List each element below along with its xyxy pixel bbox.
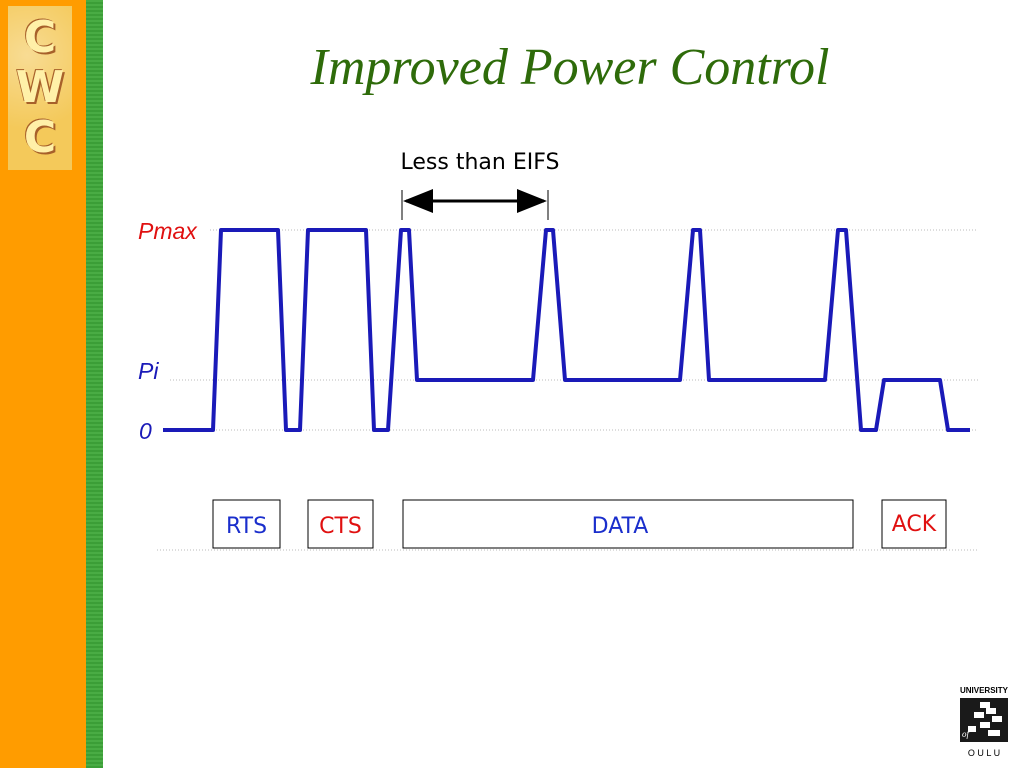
university-of-oulu-logo: UNIVERSITY of O U L U <box>960 686 1009 758</box>
frame-rts-label: RTS <box>226 514 267 539</box>
frame-cts: CTS <box>307 499 374 549</box>
sidebar-green-band <box>86 0 103 768</box>
frame-cts-label: CTS <box>319 514 362 539</box>
uni-logo-top-text: UNIVERSITY <box>960 686 1009 695</box>
cwc-logo: C W C <box>8 6 72 170</box>
power-signal-waveform <box>163 228 970 432</box>
logo-letter-w: W <box>15 62 65 113</box>
logo-letter-c2: C <box>23 112 57 163</box>
page-title: Improved Power Control <box>310 39 830 96</box>
pmax-label: Pmax <box>138 218 198 244</box>
uni-logo-emblem <box>968 702 1002 736</box>
logo-letter-c1: C <box>23 12 57 63</box>
zero-label: 0 <box>139 418 152 444</box>
frame-data-label: DATA <box>592 514 649 539</box>
pi-label: Pi <box>138 358 159 384</box>
frame-rts: RTS <box>212 499 281 549</box>
uni-logo-bottom-text: O U L U <box>968 748 1000 758</box>
frame-ack: ACK <box>881 499 947 549</box>
frame-data: DATA <box>402 499 854 549</box>
uni-logo-of-text: of <box>962 729 971 739</box>
interval-label: Less than EIFS <box>401 150 560 175</box>
frame-ack-label: ACK <box>892 512 937 537</box>
